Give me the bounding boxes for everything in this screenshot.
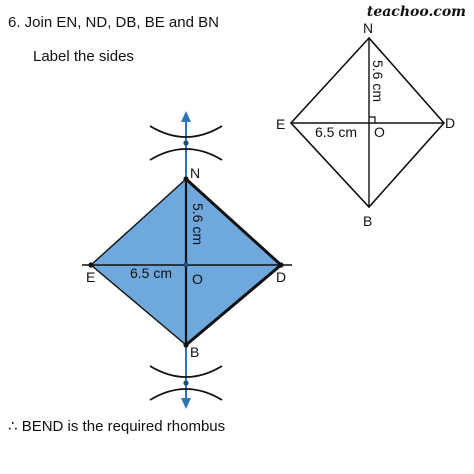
bisector-arrow-up [181, 111, 191, 122]
point-o [183, 262, 189, 268]
point-n [183, 176, 189, 182]
horizontal-diagonal-measure: 6.5 cm [130, 265, 172, 281]
arc-intersection-bottom [183, 380, 189, 386]
reference-horizontal-measure: 6.5 cm [315, 124, 357, 140]
arc-bottom-upper [149, 365, 223, 378]
point-b [183, 342, 189, 348]
step-heading: 6. Join EN, ND, DB, BE and BN [8, 14, 219, 31]
label-d: D [276, 269, 286, 285]
point-d [278, 262, 284, 268]
reference-vertical-measure: 5.6 cm [370, 60, 386, 102]
reference-label-d: D [445, 115, 455, 131]
label-o: O [192, 271, 203, 287]
bisector-arrow-down [181, 398, 191, 409]
label-n: N [190, 165, 200, 181]
reference-label-o: O [374, 124, 385, 140]
reference-label-n: N [363, 20, 373, 36]
reference-rhombus: N E D B O 6.5 cm 5.6 cm [276, 20, 455, 229]
rhombus-side-nd [184, 177, 283, 267]
point-e [88, 262, 94, 268]
main-construction: N E D B O 6.5 cm 5.6 cm [82, 111, 292, 409]
label-e: E [86, 269, 95, 285]
reference-label-b: B [363, 213, 372, 229]
conclusion-text: ∴ BEND is the required rhombus [8, 418, 226, 435]
rhombus-side-db [185, 263, 282, 347]
vertical-diagonal-measure: 5.6 cm [190, 203, 206, 245]
brand-logo: teachoo.com [366, 4, 466, 20]
right-angle-marker [369, 116, 376, 123]
label-b: B [190, 344, 199, 360]
arc-top-lower [149, 125, 223, 138]
step-subheading: Label the sides [33, 48, 134, 65]
arc-bottom-lower [149, 388, 223, 401]
reference-label-e: E [276, 116, 285, 132]
arc-top-upper [149, 148, 223, 161]
arc-intersection-top [183, 140, 189, 146]
